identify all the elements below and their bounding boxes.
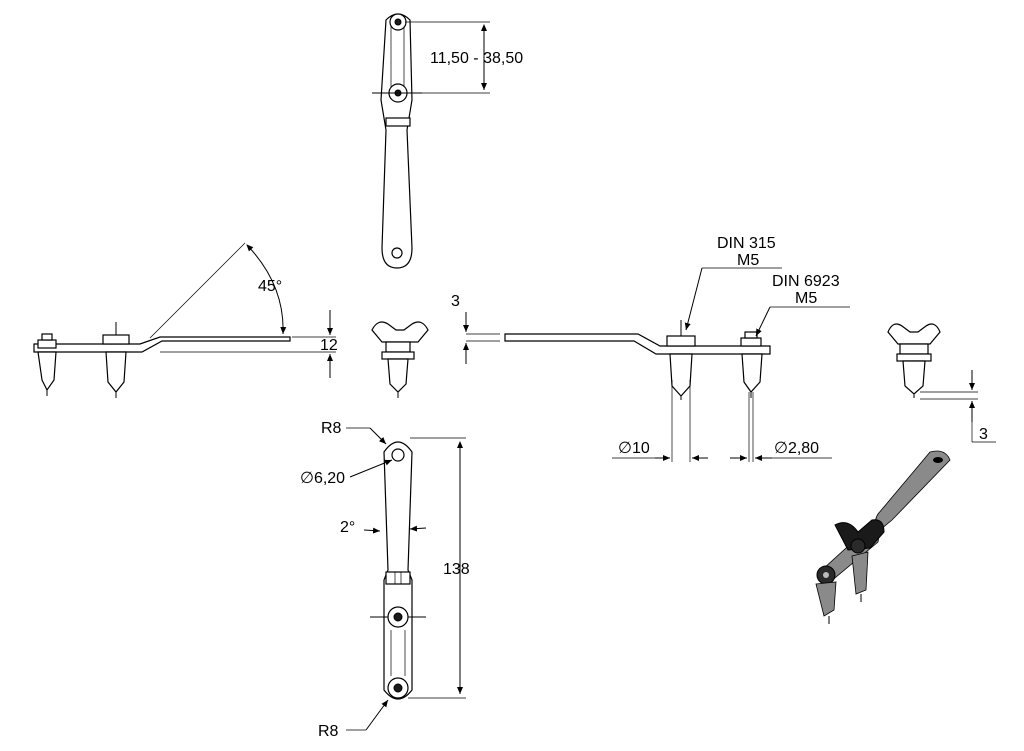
dim-dia-10: ∅10	[612, 380, 708, 462]
dia-620-label: ∅6,20	[300, 470, 345, 487]
offset-12-label: 12	[320, 337, 338, 354]
din6923-line2: M5	[795, 290, 817, 307]
din6923-line1: DIN 6923	[772, 273, 840, 290]
dim-gap-3-right: 3	[920, 370, 996, 443]
gap-3-right-label: 3	[979, 426, 988, 443]
dim-offset-12: 12	[160, 310, 338, 378]
right-side-view	[504, 320, 771, 400]
dia-10-label: ∅10	[618, 440, 650, 457]
dim-dia-280: ∅2,80	[730, 392, 832, 462]
callout-dia-620: ∅6,20	[300, 459, 393, 487]
angle-2-label: 2°	[340, 519, 355, 536]
din315-line1: DIN 315	[717, 235, 776, 252]
radius-bottom-label: R8	[318, 723, 339, 740]
dim-travel-range: 11,50 - 38,50	[405, 21, 523, 94]
gap-3-left-label: 3	[451, 293, 460, 310]
callout-r8-bottom: R8	[318, 699, 389, 740]
dim-angle-45: 45°	[149, 242, 287, 339]
far-right-wingnut-view	[887, 323, 941, 398]
dim-gap-3-left: 3	[451, 293, 500, 364]
callout-din6923: DIN 6923 M5	[755, 273, 850, 337]
length-138-label: 138	[443, 561, 470, 578]
din315-line2: M5	[737, 252, 759, 269]
isometric-view	[815, 450, 951, 624]
dim-angle-2: 2°	[340, 519, 427, 536]
dim-length-138: 138	[408, 437, 470, 699]
center-wingnut-view	[371, 321, 429, 398]
angle-45-label: 45°	[258, 278, 282, 295]
travel-range-label: 11,50 - 38,50	[430, 50, 523, 67]
top-lever-view	[372, 13, 422, 269]
bottom-lever-view	[370, 441, 426, 700]
radius-top-label: R8	[321, 420, 342, 437]
left-side-view	[33, 322, 291, 398]
callout-din315: DIN 315 M5	[684, 235, 782, 331]
callout-r8-top: R8	[321, 420, 387, 445]
dia-280-label: ∅2,80	[774, 440, 819, 457]
